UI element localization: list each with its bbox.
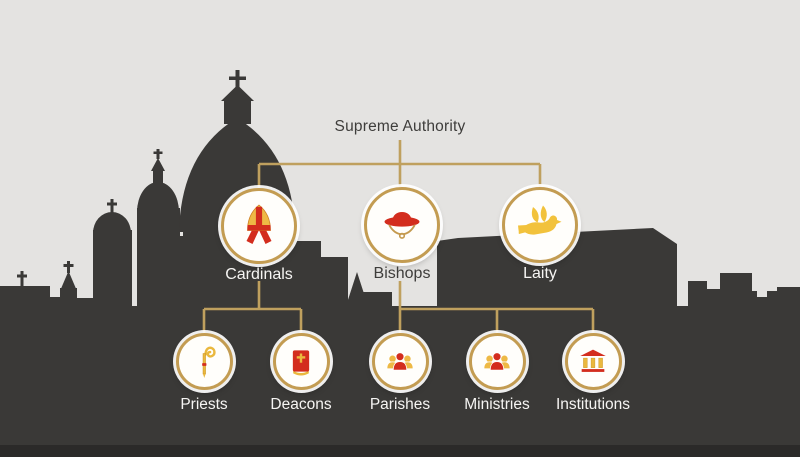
priests-label: Priests [180,396,228,413]
bishops-node-circle [364,187,440,263]
node-priests: Priests [154,333,254,414]
institutions-node-circle [564,333,622,390]
node-laity: Laity [490,187,590,283]
node-cardinals: Cardinals [209,188,309,284]
people-group-icon [383,345,417,379]
parishes-label: Parishes [369,396,431,413]
laity-node-circle [502,187,578,263]
ministries-label: Ministries [464,396,530,413]
node-parishes: Parishes [350,333,450,414]
root-title: Supreme Authority [334,118,466,135]
bible-icon [284,345,318,379]
node-institutions: Institutions [543,333,643,414]
crosier-icon [187,345,221,379]
mitre-icon [235,202,283,250]
cardinals-label: Cardinals [225,266,293,283]
parishes-node-circle [371,333,429,390]
deacons-node-circle [272,333,330,390]
people-group-icon [480,345,514,379]
laity-label: Laity [523,265,557,282]
cardinals-node-circle [221,188,297,264]
dove-icon [516,201,564,249]
priests-node-circle [175,333,233,390]
bishops-label: Bishops [373,265,431,282]
node-ministries: Ministries [447,333,547,414]
institution-icon [576,345,610,379]
institutions-label: Institutions [555,396,631,413]
galero-hat-icon [378,201,426,249]
deacons-label: Deacons [270,396,332,413]
node-deacons: Deacons [251,333,351,414]
node-bishops: Bishops [352,187,452,283]
ministries-node-circle [468,333,526,390]
